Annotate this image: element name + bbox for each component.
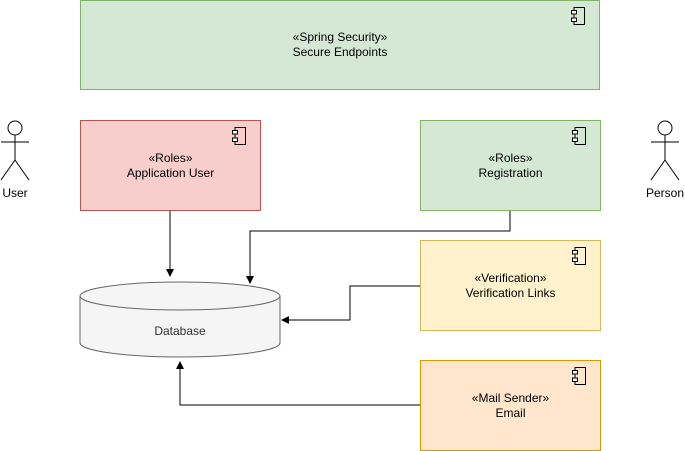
- component-registration: «Roles» Registration: [420, 120, 601, 211]
- connector-email-to-database: [176, 361, 420, 406]
- component-spring-security: «Spring Security» Secure Endpoints: [80, 0, 600, 90]
- database-label: Database: [154, 324, 206, 338]
- component-stereotype: «Verification»: [474, 270, 547, 285]
- component-name: Verification Links: [465, 285, 556, 300]
- component-icon: [571, 7, 585, 25]
- component-stereotype: «Roles»: [488, 150, 533, 165]
- component-application-user: «Roles» Application User: [80, 120, 261, 211]
- component-name: Email: [495, 405, 526, 420]
- component-verification-links: «Verification» Verification Links: [420, 240, 601, 331]
- component-name: Registration: [478, 165, 543, 180]
- component-stereotype: «Mail Sender»: [471, 390, 550, 405]
- connector-registration-to-database: [246, 211, 511, 284]
- component-icon: [572, 367, 586, 385]
- component-stereotype: «Spring Security»: [292, 30, 388, 44]
- component-icon: [572, 247, 586, 265]
- component-name: Secure Endpoints: [292, 45, 388, 59]
- connector-verification-to-database: [281, 285, 420, 324]
- database-cylinder: [79, 281, 281, 358]
- person-actor-label: Person: [645, 186, 685, 200]
- component-email: «Mail Sender» Email: [420, 360, 601, 451]
- person-actor-icon: [650, 120, 680, 181]
- component-icon: [572, 127, 586, 145]
- component-icon: [232, 127, 246, 145]
- component-name: Application User: [126, 165, 215, 180]
- user-actor-label: User: [2, 186, 28, 200]
- user-actor-icon: [0, 120, 30, 181]
- component-stereotype: «Roles»: [148, 150, 193, 165]
